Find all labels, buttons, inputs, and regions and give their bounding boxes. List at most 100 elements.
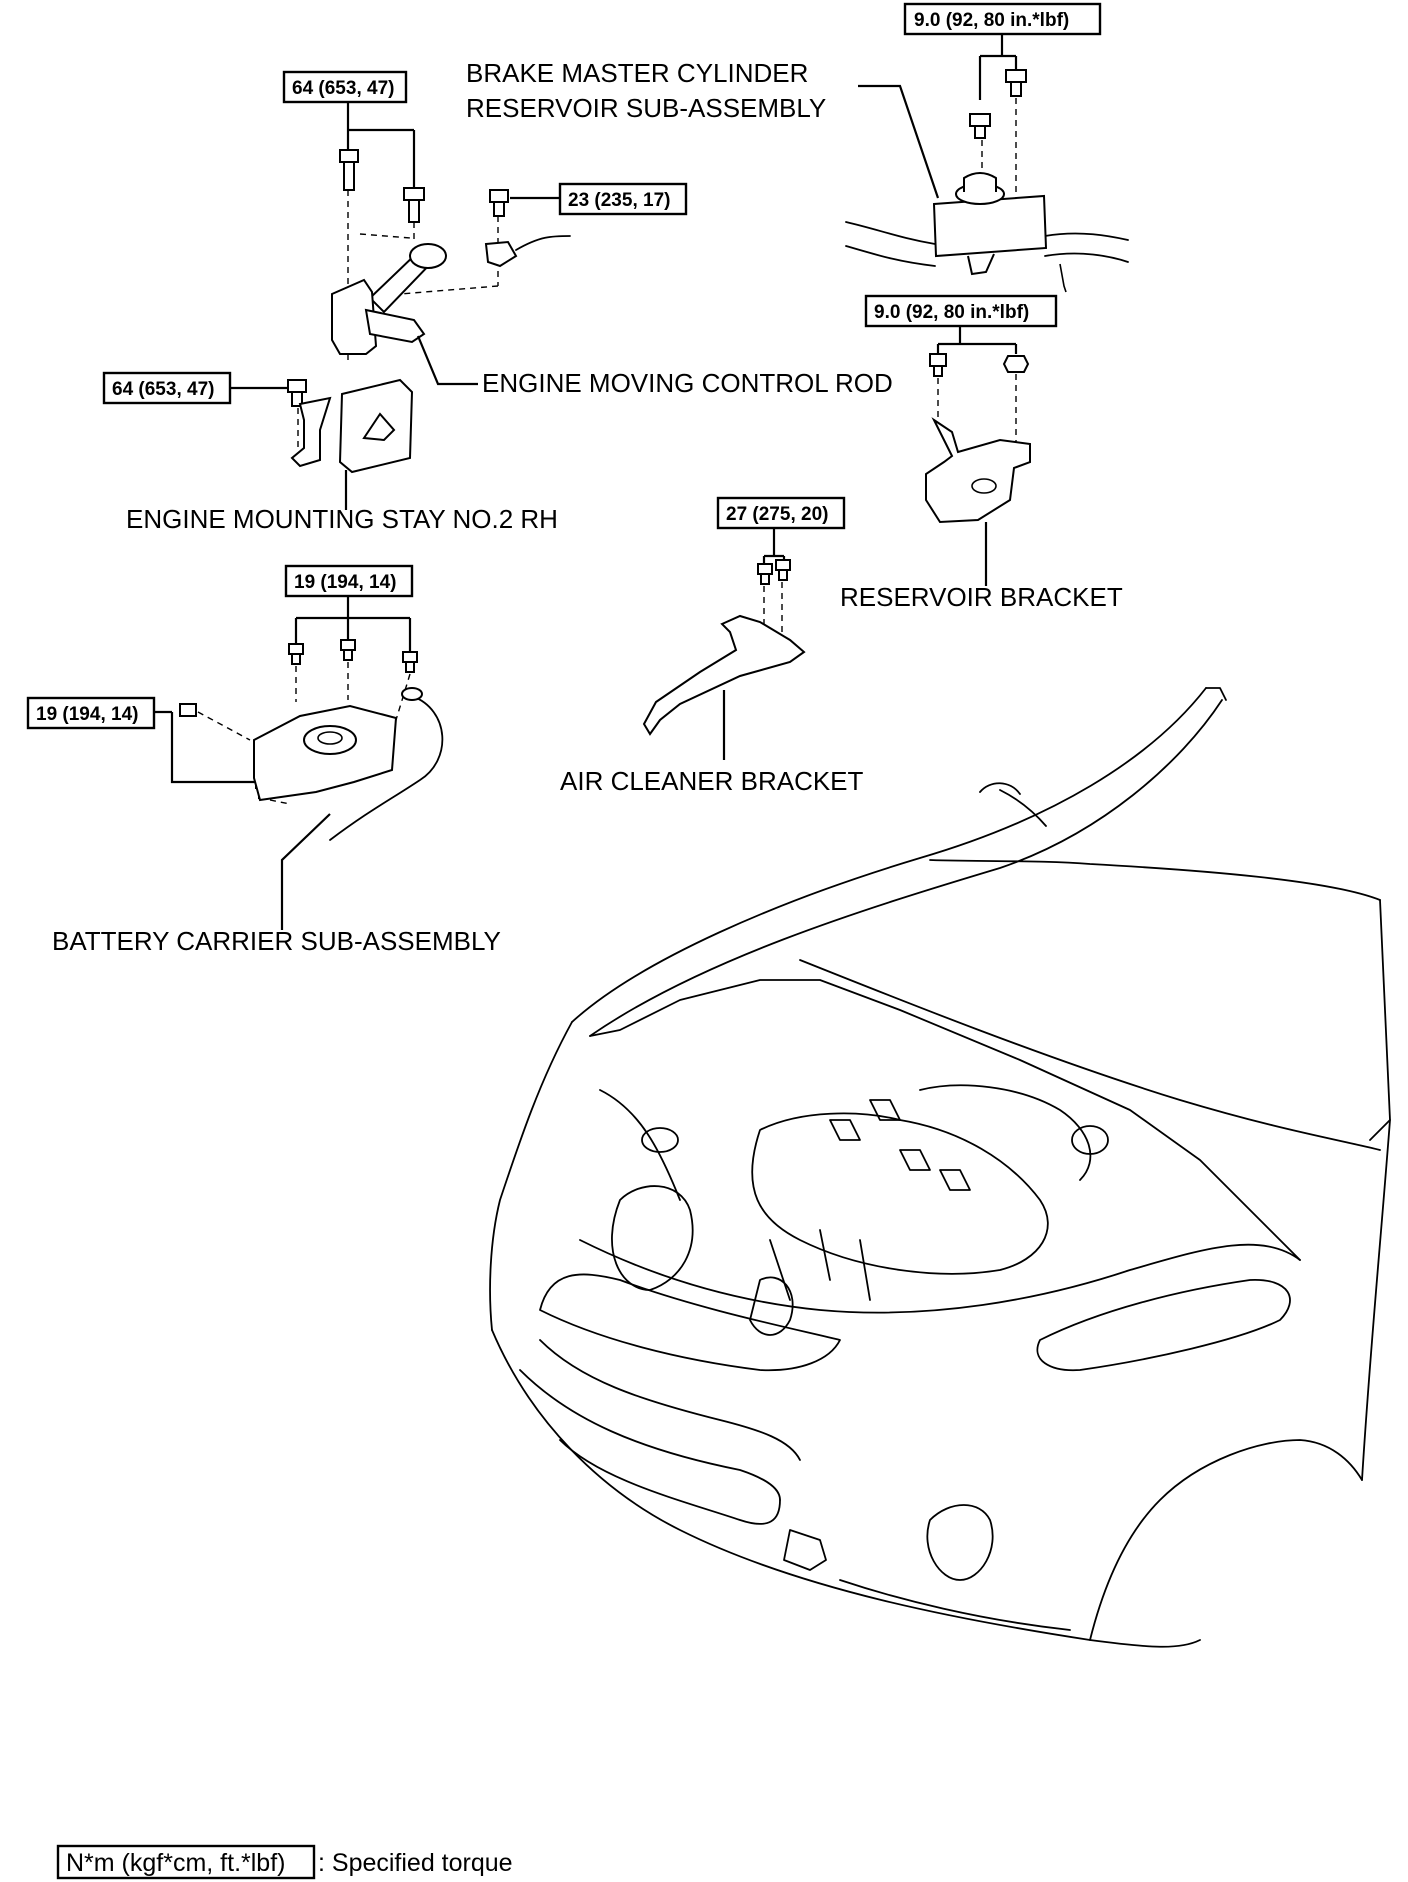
hood-edge-inner	[589, 699, 1223, 1037]
torque-box-rod-top	[282, 70, 408, 104]
horn-left	[611, 1185, 694, 1291]
brake-reservoir-group: 9.0 (92, 80 in.*lbf) BRAKE MASTER CYLIND…	[466, 2, 1129, 293]
air-cleaner-group: 27 (275, 20) AIR CLEANER BRACKET	[560, 496, 864, 796]
battery-leader	[280, 813, 331, 930]
bumper-crease	[839, 1579, 1071, 1631]
torque-box-reservoir-bracket	[864, 294, 1058, 328]
bolt-icon	[287, 379, 307, 407]
rod-clip	[484, 240, 518, 268]
torque-reservoir-top: 9.0 (92, 80 in.*lbf)	[914, 10, 1069, 31]
torque-box-rod-bolt	[558, 182, 688, 216]
bolt-icon	[775, 559, 791, 581]
torque-box-battery-side	[26, 696, 156, 730]
mounting-stay-group: 64 (653, 47) ENGINE MOUNTING STAY NO.2 R…	[102, 371, 558, 534]
label-air-cleaner: AIR CLEANER BRACKET	[560, 766, 864, 796]
hood-corner	[1205, 687, 1227, 701]
bolt-icon	[489, 189, 509, 217]
rod-bracket	[331, 278, 378, 355]
reservoir-cap-top	[963, 172, 997, 192]
nut-icon	[1002, 355, 1030, 373]
torque-leader-rod-top	[346, 102, 416, 188]
reservoir-bracket-group: 9.0 (92, 80 in.*lbf) RESERVOIR BRACKET	[840, 294, 1123, 612]
air-cleaner-bracket-part	[642, 614, 806, 736]
reservoir-leader	[858, 84, 940, 199]
horn-right	[749, 1276, 794, 1336]
stay-arm	[290, 396, 332, 468]
torque-reservoir-bracket: 9.0 (92, 80 in.*lbf)	[874, 302, 1029, 323]
fender-right-top	[1369, 899, 1391, 1141]
label-reservoir-line1: BRAKE MASTER CYLINDER	[466, 58, 808, 88]
torque-rod-bolt: 23 (235, 17)	[568, 190, 670, 211]
torque-leader-battery-side	[154, 710, 256, 784]
torque-rod-top: 64 (653, 47)	[292, 78, 394, 99]
grille-upper	[539, 1339, 801, 1461]
reservoir-tank	[932, 194, 1048, 258]
headlight-left	[539, 1273, 841, 1372]
engine-cover	[751, 1112, 1049, 1275]
tow-cover	[783, 1529, 827, 1571]
battery-cable	[329, 695, 444, 841]
torque-battery-top: 19 (194, 14)	[294, 572, 396, 593]
wheel-arch	[1089, 1439, 1363, 1641]
bolt-icon	[288, 643, 304, 665]
reservoir-hose-right	[1044, 232, 1129, 263]
bumper-lower	[491, 1329, 1201, 1648]
bolt-icon	[757, 563, 773, 585]
bolt-icon	[340, 639, 356, 661]
battery-carrier-group: 19 (194, 14) 19 (194, 14)	[26, 564, 501, 956]
vehicle-front-drawing	[489, 687, 1391, 1648]
rod-wire	[515, 235, 571, 251]
bolt-icon	[1005, 69, 1027, 97]
label-reservoir-bracket: RESERVOIR BRACKET	[840, 582, 1123, 612]
label-mounting-stay: ENGINE MOUNTING STAY NO.2 RH	[126, 504, 558, 534]
reservoir-bracket-part	[925, 417, 1031, 524]
headlight-right	[1036, 1279, 1291, 1372]
bracket-guide	[937, 374, 1017, 450]
torque-box-air-cleaner	[716, 496, 846, 530]
intake-manifold	[919, 1084, 1092, 1181]
legend-unit-box	[56, 1844, 316, 1880]
engine-bay-rear	[589, 979, 1301, 1261]
bolt-icon	[969, 113, 991, 139]
hood-leading-edge	[571, 687, 1207, 1023]
bay-left-panel	[599, 1089, 681, 1201]
windshield-base	[929, 859, 1381, 901]
reservoir-cap-in-vehicle	[641, 1127, 679, 1153]
engine-hoses	[769, 1229, 871, 1301]
fender-left	[489, 1021, 573, 1331]
torque-stay-side: 64 (653, 47)	[112, 379, 214, 400]
label-reservoir-line2: RESERVOIR SUB-ASSEMBLY	[466, 93, 826, 123]
bolt-icon	[179, 703, 197, 717]
label-control-rod: ENGINE MOVING CONTROL ROD	[482, 368, 893, 398]
torque-box-stay-side	[102, 371, 232, 405]
fender-right-side	[1361, 1119, 1391, 1481]
rod-leader	[416, 335, 478, 386]
bolt-icon	[339, 149, 359, 191]
radiator-support	[579, 1239, 1301, 1314]
bolt-icon	[929, 353, 947, 377]
bolt-icon	[402, 651, 418, 673]
torque-leader-battery-top	[294, 596, 412, 652]
air-intake	[559, 1439, 781, 1525]
legend: N*m (kgf*cm, ft.*lbf) : Specified torque	[56, 1844, 513, 1880]
legend-unit: N*m (kgf*cm, ft.*lbf)	[66, 1849, 285, 1877]
cowl-line	[799, 959, 1381, 1151]
torque-battery-side: 19 (194, 14)	[36, 704, 138, 725]
reservoir-pin	[1059, 263, 1067, 293]
torque-leader-reservoir-bracket	[936, 326, 1018, 354]
reservoir-foot	[967, 253, 995, 276]
torque-leader-air-cleaner	[762, 528, 786, 564]
bolt-icon	[403, 187, 425, 223]
fog-lamp	[926, 1504, 994, 1581]
legend-text: : Specified torque	[318, 1849, 513, 1877]
label-battery-carrier: BATTERY CARRIER SUB-ASSEMBLY	[52, 926, 501, 956]
grille-lower	[519, 1369, 781, 1501]
throttle-body	[1071, 1125, 1109, 1155]
ignition-coils	[829, 1099, 971, 1191]
torque-air-cleaner: 27 (275, 20)	[726, 504, 828, 525]
reservoir-hose-left	[845, 221, 936, 267]
control-rod-group: 64 (653, 47) 23 (235, 17) ENGINE MOVING …	[282, 70, 893, 398]
mirror	[979, 782, 1047, 827]
torque-leader-reservoir-top	[978, 34, 1018, 100]
